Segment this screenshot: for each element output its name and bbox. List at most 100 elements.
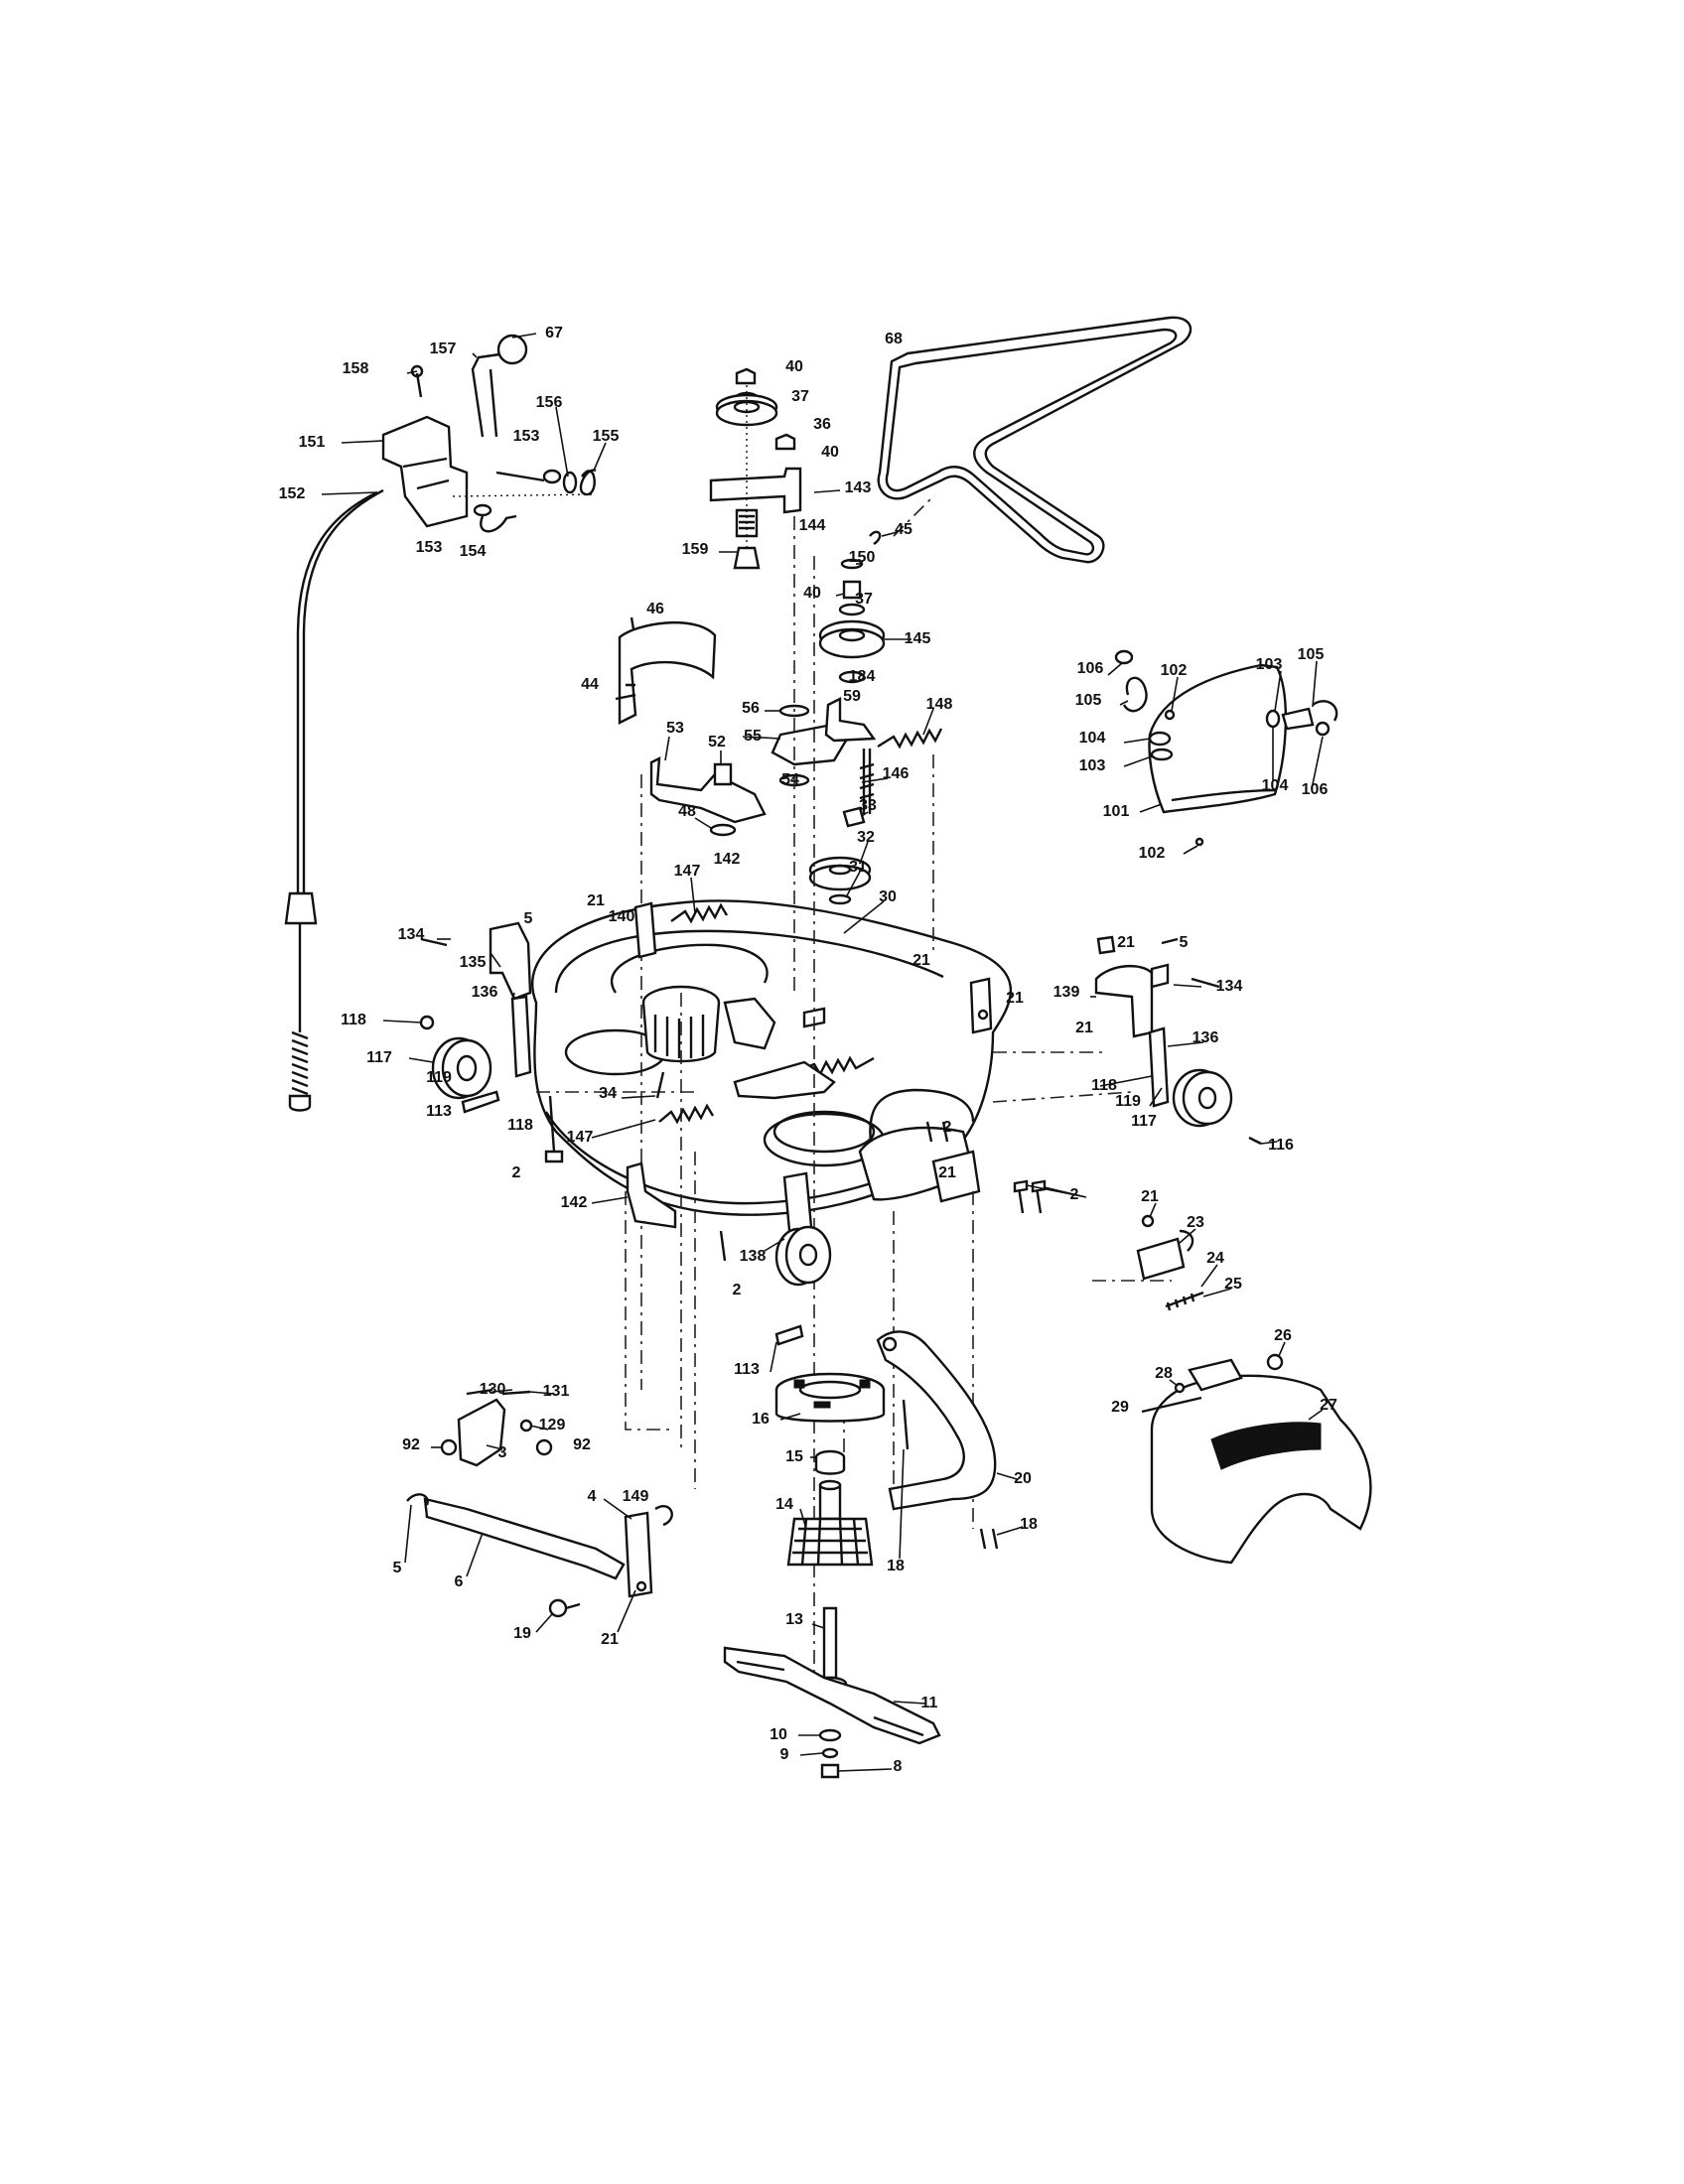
- washer-153-bottom: [473, 503, 492, 517]
- deck-hanger-right: [925, 977, 1047, 1214]
- callout-145: 145: [905, 630, 931, 647]
- callout-154: 154: [460, 543, 487, 560]
- callout-36: 36: [813, 416, 831, 433]
- front-gauge-wheel-138: [719, 1171, 832, 1346]
- bolt-102-top: [1164, 709, 1176, 721]
- callout-5: 5: [393, 1560, 402, 1576]
- bolt-19: [548, 1598, 568, 1618]
- nut-106-left: [1114, 649, 1134, 665]
- washer-37-center: [838, 603, 866, 616]
- chute-bracket-assembly: [1136, 1214, 1204, 1311]
- callout-138: 138: [740, 1248, 767, 1265]
- callout-40: 40: [785, 358, 803, 375]
- callout-117: 117: [1131, 1113, 1157, 1130]
- bolt-2-front: [719, 1230, 727, 1262]
- chute-decal: [1210, 1422, 1322, 1470]
- bracket-140-assembly: [633, 901, 729, 959]
- spring-148: [877, 728, 943, 750]
- nut-92-right: [535, 1438, 553, 1456]
- callout-13: 13: [785, 1611, 803, 1628]
- callout-10: 10: [770, 1726, 787, 1743]
- callout-37: 37: [855, 591, 873, 608]
- cable-ferrule: [284, 891, 318, 925]
- bracket-103-left: [1150, 748, 1174, 761]
- callout-103: 103: [1079, 757, 1106, 774]
- spring-155: [579, 469, 597, 496]
- washer-31: [828, 893, 852, 905]
- bolt-18-left: [902, 1399, 910, 1450]
- callout-147: 147: [674, 863, 701, 880]
- callout-149: 149: [623, 1488, 649, 1505]
- callout-18: 18: [887, 1558, 905, 1574]
- callout-102: 102: [1161, 662, 1188, 679]
- pin-134-left: [420, 937, 448, 947]
- callout-19: 19: [513, 1625, 531, 1642]
- washer-104-right: [1265, 709, 1281, 729]
- lever-assembly-53: [649, 755, 767, 837]
- spindle-stack: [774, 1372, 886, 1779]
- callout-92: 92: [402, 1436, 420, 1453]
- rod-29: [1141, 1396, 1202, 1414]
- callout-21: 21: [1006, 990, 1024, 1007]
- front-spring-147: [655, 1071, 715, 1125]
- pin-5-right: [1161, 937, 1179, 945]
- clip-5: [406, 1493, 429, 1506]
- wheel-arm-136: [510, 995, 532, 1078]
- callout-44: 44: [581, 676, 599, 693]
- callout-18: 18: [1020, 1516, 1038, 1533]
- bolts-18-right: [979, 1528, 999, 1550]
- callout-104: 104: [1262, 777, 1289, 794]
- callout-15: 15: [785, 1448, 803, 1465]
- nut-40-lower: [774, 433, 796, 451]
- bolt-8: [820, 1763, 840, 1779]
- callout-4: 4: [588, 1488, 597, 1505]
- bolt-113-left: [461, 1090, 500, 1114]
- callout-117: 117: [366, 1049, 392, 1066]
- bracket-4: [624, 1511, 653, 1598]
- belt-guide-44: [615, 616, 717, 725]
- callout-119: 119: [426, 1069, 452, 1086]
- nut-92-left: [440, 1438, 458, 1456]
- callout-151: 151: [299, 434, 326, 451]
- callout-16: 16: [752, 1411, 770, 1428]
- nut-40-center: [842, 580, 862, 600]
- callout-5: 5: [524, 910, 533, 927]
- callout-113: 113: [734, 1361, 760, 1378]
- spacer-159: [733, 546, 761, 570]
- washer-9: [821, 1747, 839, 1759]
- callout-105: 105: [1298, 646, 1325, 663]
- callout-139: 139: [1053, 984, 1080, 1001]
- washer-48: [709, 823, 737, 837]
- callout-150: 150: [849, 549, 876, 566]
- callout-27: 27: [1320, 1397, 1337, 1414]
- callout-40: 40: [821, 444, 839, 461]
- discharge-chute-27: [1141, 1353, 1372, 1565]
- nut-26: [1266, 1353, 1284, 1371]
- callout-21: 21: [601, 1631, 619, 1648]
- callout-113: 113: [426, 1103, 452, 1120]
- nut-21-right: [1096, 935, 1116, 955]
- lift-handle-rod: [471, 352, 500, 438]
- callout-155: 155: [593, 428, 620, 445]
- bolt-116-left: [419, 1015, 435, 1030]
- spring-105-left: [1122, 676, 1148, 713]
- callout-14: 14: [775, 1496, 793, 1513]
- callout-29: 29: [1111, 1399, 1129, 1416]
- callout-106: 106: [1077, 660, 1104, 677]
- nut-52: [713, 762, 733, 786]
- callout-130: 130: [480, 1381, 506, 1398]
- callout-6: 6: [455, 1573, 464, 1590]
- washer-156: [562, 471, 578, 494]
- washer-129: [519, 1419, 533, 1433]
- callout-134: 134: [398, 926, 425, 943]
- blade-baffle-20: [876, 1330, 999, 1550]
- callout-140: 140: [609, 908, 635, 925]
- callout-21: 21: [912, 952, 930, 969]
- lift-handle-assembly: [381, 334, 597, 533]
- washer-104-left: [1148, 731, 1172, 747]
- callout-45: 45: [895, 521, 912, 538]
- callout-54: 54: [781, 771, 799, 788]
- callout-21: 21: [1117, 934, 1135, 951]
- callout-156: 156: [536, 394, 563, 411]
- callout-142: 142: [714, 851, 741, 868]
